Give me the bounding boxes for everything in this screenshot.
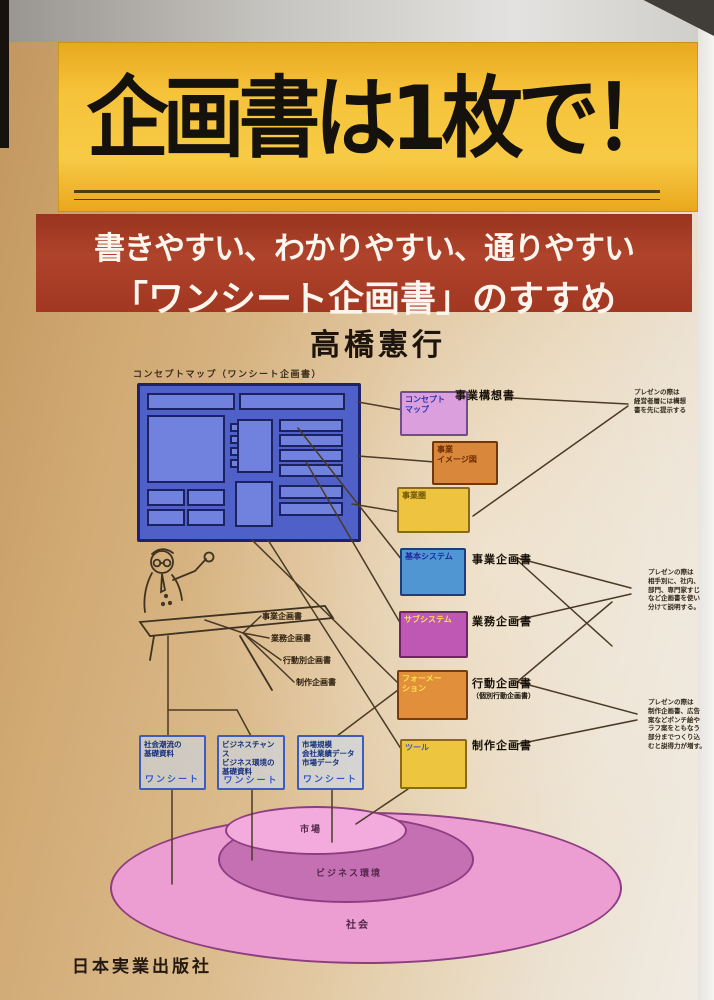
data-sheet-business-environment: ビジネスチャンス ビジネス環境の 基礎資料 ワンシート bbox=[217, 735, 285, 790]
ring-label-market: 市場 bbox=[300, 825, 323, 835]
sheet-box-business-domain: 事業圏 bbox=[397, 487, 470, 533]
one-sheet-panel-layout bbox=[147, 393, 345, 527]
doc-label-action-plan: 行動企画書 （個別行動企画書） bbox=[472, 675, 535, 701]
data-sheet-social-trends-lines: 社会潮流の 基礎資料 bbox=[144, 740, 182, 758]
ring-label-business-environment: ビジネス環境 bbox=[316, 869, 383, 879]
photo-corner-dark-left bbox=[0, 0, 9, 148]
title-underline bbox=[74, 190, 660, 200]
publisher-name: 日本実業出版社 bbox=[72, 957, 212, 977]
doc-label-business-vision: 事業構想書 bbox=[455, 389, 515, 402]
margin-note-3: プレゼンの際は 制作企画書、広告 案などポンチ絵や ラフ案をともなう 部分までつ… bbox=[648, 698, 706, 750]
title-band: 企画書は1枚で！ bbox=[58, 42, 698, 212]
subtitle-line-2: 「ワンシート企画書」のすすめ bbox=[111, 279, 616, 320]
doc-label-operations-plan: 業務企画書 bbox=[472, 615, 532, 628]
output-label-operations-plan: 業務企画書 bbox=[271, 634, 311, 643]
data-sheet-business-environment-tag: ワンシート bbox=[223, 776, 279, 786]
doc-label-production-plan: 制作企画書 bbox=[472, 739, 532, 752]
doc-label-action-plan-main: 行動企画書 bbox=[472, 677, 532, 690]
book-edge-highlight bbox=[698, 0, 714, 1000]
margin-note-1: プレゼンの際は 経営者層には構想 書を先に提示する bbox=[634, 388, 686, 414]
sheet-box-basic-system: 基本システム bbox=[400, 548, 466, 596]
sheet-box-business-image: 事業 イメージ図 bbox=[432, 441, 498, 485]
subtitle-band: 書きやすい、わかりやすい、通りやすい 「ワンシート企画書」のすすめ bbox=[36, 214, 692, 320]
sheet-box-formation: フォーメー ション bbox=[397, 670, 468, 720]
data-sheet-social-trends: 社会潮流の 基礎資料 ワンシート bbox=[139, 735, 206, 790]
data-sheet-market-data-tag: ワンシート bbox=[302, 775, 358, 786]
diagram-caption: コンセプトマップ（ワンシート企画書） bbox=[133, 370, 323, 380]
ring-label-society: 社会 bbox=[346, 920, 370, 931]
margin-note-2: プレゼンの際は 相手別に、社内、 部門、専門家すじ など企画書を使い 分けて説明… bbox=[648, 568, 700, 612]
output-label-action-plan: 行動別企画書 bbox=[283, 656, 331, 665]
data-sheet-business-environment-lines: ビジネスチャンス ビジネス環境の 基礎資料 bbox=[222, 740, 275, 776]
data-sheet-social-trends-tag: ワンシート bbox=[144, 775, 200, 786]
subtitle-line-1: 書きやすい、わかりやすい、通りやすい bbox=[94, 231, 635, 267]
doc-label-business-plan: 事業企画書 bbox=[472, 553, 532, 566]
sheet-box-concept-map: コンセプト マップ bbox=[400, 391, 468, 436]
book-title: 企画書は1枚で！ bbox=[86, 68, 675, 171]
sheet-box-tool: ツール bbox=[400, 739, 467, 789]
data-sheet-market-data-lines: 市場規模 会社業績データ 市場データ bbox=[302, 740, 355, 767]
background-top-strip bbox=[0, 0, 714, 42]
doc-label-action-plan-sub: （個別行動企画書） bbox=[472, 692, 535, 700]
sheet-box-subsystem: サブシステム bbox=[399, 611, 468, 658]
output-label-production-plan: 制作企画書 bbox=[296, 678, 336, 687]
data-sheet-market-data: 市場規模 会社業績データ 市場データ ワンシート bbox=[297, 735, 364, 790]
author-name: 高橋憲行 bbox=[310, 328, 446, 363]
output-label-business-plan: 事業企画書 bbox=[262, 612, 302, 621]
one-sheet-panel bbox=[137, 383, 361, 542]
